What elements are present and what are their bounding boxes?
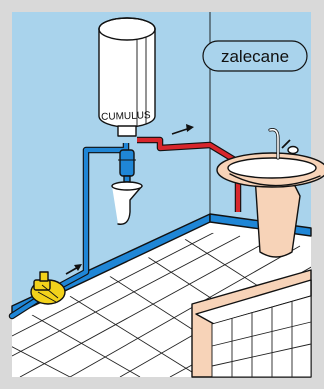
recommended-badge-label: zalecane xyxy=(221,47,289,66)
heater-brand-label: CUMULUS xyxy=(101,110,151,123)
recommended-badge: zalecane xyxy=(203,41,307,71)
water-heater-icon: CUMULUS xyxy=(99,18,155,136)
